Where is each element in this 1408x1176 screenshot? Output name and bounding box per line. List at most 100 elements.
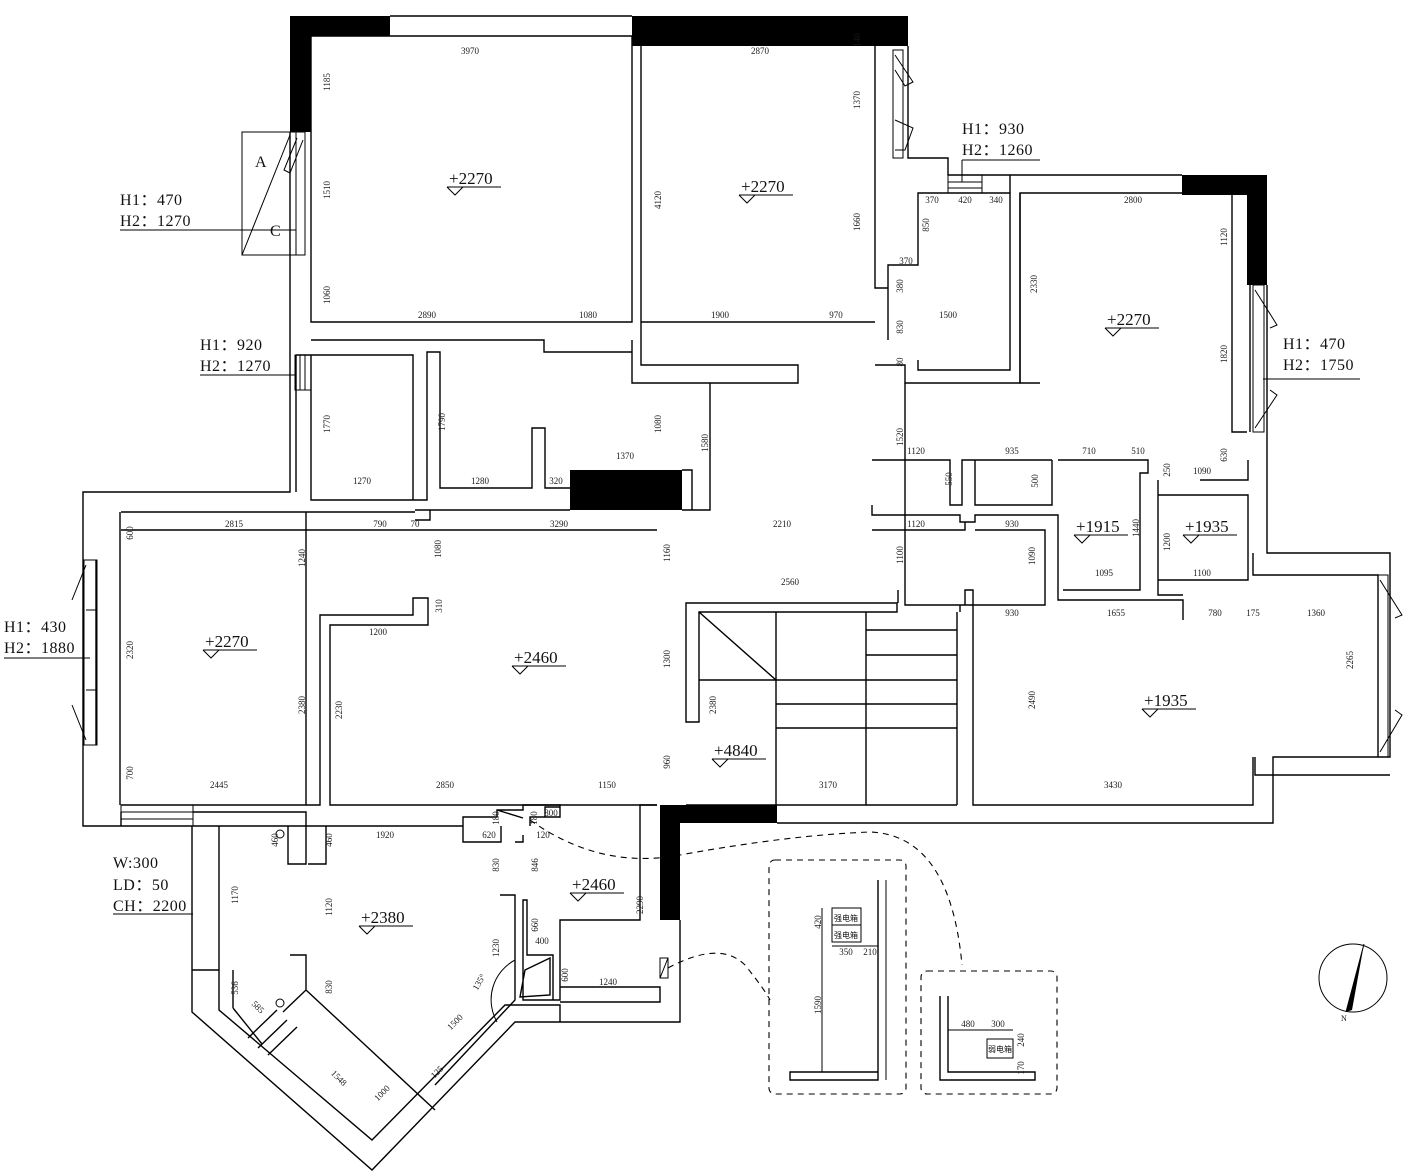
dimension-label: 2560 xyxy=(781,577,800,587)
elevation-value: +2270 xyxy=(741,177,785,196)
dimension-label: 536 xyxy=(230,981,240,995)
window-note: H1：470 H2：1750 xyxy=(1263,336,1360,380)
dimension-label: 2890 xyxy=(418,310,437,320)
dimension-label: 2490 xyxy=(1027,691,1037,710)
elevation-triangle-icon xyxy=(711,758,766,768)
dimension-label: 2210 xyxy=(773,519,792,529)
elevation-mark: +2380 xyxy=(358,908,413,935)
dimension-label: 2330 xyxy=(1029,275,1039,294)
detail-dimension-label: 210 xyxy=(863,947,877,957)
dimension-label: 1920 xyxy=(376,830,395,840)
dimension-label: 1510 xyxy=(322,181,332,200)
room-wall xyxy=(121,511,657,806)
dimension-label: 1240 xyxy=(599,977,618,987)
dimension-label: 1160 xyxy=(662,544,672,562)
dimension-label: 935 xyxy=(1005,446,1019,456)
dimension-label: 460 xyxy=(324,833,334,847)
elevation-mark: +2270 xyxy=(738,177,793,204)
ac-label-a: A xyxy=(255,154,267,171)
detail-dimension-label: 170 xyxy=(1016,1061,1026,1075)
dimension-label: 4120 xyxy=(653,191,663,210)
windows xyxy=(71,49,1403,827)
dimension-label: 1770 xyxy=(322,415,332,434)
elevation-mark: +1935 xyxy=(1141,691,1196,718)
dimension-label: 1280 xyxy=(471,476,490,486)
detail-dimension-label: 1590 xyxy=(813,996,823,1015)
dimension-label: 630 xyxy=(1219,448,1229,462)
window-note-h1: H1：930 xyxy=(962,121,1025,138)
door-note: W:300 LD：50 CH：2200 xyxy=(113,855,193,915)
dimension-label: 3290 xyxy=(550,519,569,529)
dimension-label: 320 xyxy=(549,476,563,486)
dimension-label: 1200 xyxy=(1162,533,1172,552)
dimension-label: 1580 xyxy=(700,434,710,453)
dimension-label: 1095 xyxy=(1095,568,1114,578)
dimension-label: 3170 xyxy=(819,780,838,790)
dimension-label: 1200 xyxy=(369,627,388,637)
dimension-label: 1270 xyxy=(353,476,372,486)
dimension-label: 1120 xyxy=(907,519,925,529)
window-icon xyxy=(283,131,306,256)
dimension-label: 2445 xyxy=(210,780,229,790)
dimension-label: 2265 xyxy=(1345,651,1355,670)
dimension-label: 2380 xyxy=(297,696,307,715)
detail-panel-weak-box: 弱电箱 xyxy=(920,970,1058,1095)
north-compass: N xyxy=(1318,943,1388,1023)
dimension-label: 180 xyxy=(491,811,501,825)
dimension-label: 1080 xyxy=(433,540,443,559)
detail-dimension-label: 420 xyxy=(813,915,823,929)
detail-dimension-label: 240 xyxy=(1016,1033,1026,1047)
dimension-label: 1500 xyxy=(445,1012,465,1032)
elevation-value: +2380 xyxy=(361,908,405,927)
dimension-label: 2815 xyxy=(225,519,244,529)
dimension-label: 1000 xyxy=(372,1083,392,1103)
elevation-mark: +2460 xyxy=(569,875,624,902)
elevation-triangle-icon xyxy=(511,665,566,675)
exterior-wall xyxy=(82,15,1391,1171)
dimension-label: 140 xyxy=(852,33,862,47)
dimension-label: 2290 xyxy=(635,896,645,915)
dimension-label: 1090 xyxy=(1193,466,1212,476)
door-width: W:300 xyxy=(113,855,158,872)
dimension-label: 1360 xyxy=(1307,608,1326,618)
window-note: H1：920 H2：1270 xyxy=(200,337,296,376)
dimension-label: 1230 xyxy=(491,939,501,958)
detail-dimension-label: 480 xyxy=(961,1019,975,1029)
dimension-label: 370 xyxy=(899,256,913,266)
dimension-label: 1900 xyxy=(711,310,730,320)
elevation-value: +2270 xyxy=(1107,310,1151,329)
elevation-value: +2460 xyxy=(572,875,616,894)
door-ch: CH：2200 xyxy=(113,898,187,915)
dimension-label: 585 xyxy=(250,999,267,1016)
structural-walls xyxy=(290,16,1267,920)
elevation-value: +4840 xyxy=(714,741,758,760)
detail-dimension-label: 350 xyxy=(839,947,853,957)
dimension-label: 1655 xyxy=(1107,608,1126,618)
window-note-h1: H1：470 xyxy=(1283,336,1346,353)
room-wall xyxy=(1019,193,1247,433)
dimension-label: 1520 xyxy=(895,428,905,447)
dimension-label: 1300 xyxy=(662,650,672,669)
dimension-label: 1820 xyxy=(1219,345,1229,364)
dimension-label: 340 xyxy=(989,195,1003,205)
dimension-label: 1100 xyxy=(895,546,905,564)
dimension-label: 135° xyxy=(470,972,487,992)
dimension-label: 830 xyxy=(895,320,905,334)
dimension-label: 1660 xyxy=(852,213,862,232)
dimension-label: 1120 xyxy=(907,446,925,456)
dimension-label: 830 xyxy=(491,858,501,872)
dimension-label: 120 xyxy=(536,830,550,840)
elevation-value: +2460 xyxy=(514,648,558,667)
room-wall xyxy=(871,383,1254,806)
window-note: H1：930 H2：1260 xyxy=(961,121,1040,182)
dimension-label: 850 xyxy=(921,218,931,232)
dimension-label: 970 xyxy=(829,310,843,320)
dimension-label: 1240 xyxy=(297,549,307,568)
room-wall xyxy=(295,351,711,521)
elevation-triangle-icon xyxy=(1182,534,1237,544)
elevation-mark: +2270 xyxy=(202,632,257,659)
window-icon xyxy=(659,957,669,979)
elevation-mark: +2460 xyxy=(511,648,566,675)
dimension-label: 1120 xyxy=(1219,228,1229,246)
